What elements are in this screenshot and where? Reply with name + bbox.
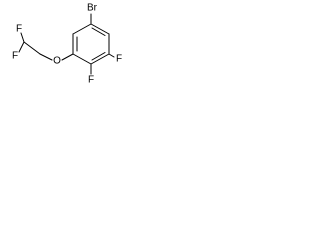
ring-bond-top-right (90, 23, 110, 35)
atom-label-oxygen: O (53, 56, 61, 67)
bond-chf2-to-fluorine-top (20, 32, 25, 43)
ring-bond-bottom-right (90, 53, 110, 65)
bond-chf2-to-fluorine-bottom (18, 41, 25, 53)
atom-label-fluorine-chain-bottom: F (12, 51, 18, 62)
benzene-ring (72, 23, 110, 65)
atom-label-fluorine-ring-right: F (116, 54, 122, 65)
bond-oxygen-to-ch2 (39, 53, 53, 61)
bond-ring-to-oxygen (61, 53, 74, 61)
bond-ch2-to-chf2 (23, 41, 41, 55)
ring-bond-top-left (72, 23, 92, 35)
atom-label-fluorine-chain-top: F (16, 24, 22, 35)
chemical-structure-diagram: Br O F F F F (12, 3, 122, 86)
ring-bond-bottom-left (72, 53, 92, 65)
ring-double-bond-inner-bottom-right (91, 52, 106, 61)
atom-label-fluorine-ring-bottom: F (88, 75, 94, 86)
ring-double-bond-inner-top-right (91, 27, 106, 36)
bond-ring-to-fluorine-right (108, 53, 115, 58)
atom-label-bromine: Br (87, 3, 98, 14)
